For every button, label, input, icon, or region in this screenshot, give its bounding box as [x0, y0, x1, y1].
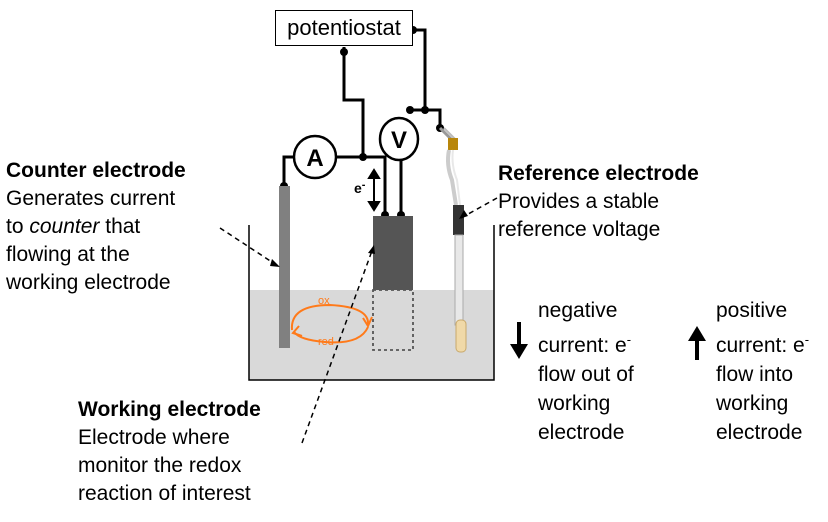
- beaker-outline: [248, 225, 495, 381]
- potentiostat-label: potentiostat: [287, 15, 401, 40]
- counter-electrode-title: Counter electrode: [6, 159, 186, 182]
- positive-current-line-1: positive: [716, 299, 788, 322]
- wire-potentiostat-reference: [413, 28, 427, 110]
- ox-label: ox: [318, 295, 330, 307]
- leader-arrowheads: [270, 210, 468, 267]
- voltmeter-label: V: [391, 127, 407, 154]
- electron-double-arrow: [367, 168, 381, 212]
- wire-ammeter-working: [337, 155, 387, 215]
- negative-current-line-1: negative: [538, 299, 618, 322]
- electron-label: e-: [354, 179, 366, 196]
- counter-electrode-line-1: Generates current: [6, 187, 176, 210]
- negative-current-line-2: current: e-: [538, 332, 632, 357]
- reference-electrode-callout: Reference electrode Provides a stable re…: [498, 160, 699, 244]
- negative-current-line-5: electrode: [538, 421, 625, 444]
- working-electrode-block: [373, 216, 413, 290]
- working-electrode-submerged: [372, 289, 414, 351]
- counter-electrode-rod: [279, 186, 290, 348]
- positive-current-arrow: [688, 326, 706, 360]
- reference-electrode-line-2: reference voltage: [498, 218, 661, 241]
- potentiostat-box: potentiostat: [275, 10, 413, 46]
- wires: [282, 28, 442, 215]
- positive-current-line-4: working: [716, 392, 789, 415]
- wire-potentiostat-ammeter: [342, 47, 365, 157]
- positive-current-line-3: flow into: [716, 363, 794, 386]
- negative-current-text: negative current: e- flow out of working…: [538, 296, 634, 447]
- working-electrode-line-1: Electrode where: [78, 426, 230, 449]
- ammeter: [292, 134, 338, 180]
- reference-electrode: [438, 126, 467, 353]
- voltmeter: [378, 116, 420, 162]
- working-electrode-line-2: monitor the redox: [78, 454, 242, 477]
- positive-current-line-5: electrode: [716, 421, 803, 444]
- positive-current-text: positive current: e- flow into working e…: [716, 296, 809, 447]
- working-electrode-line-3: reaction of interest: [78, 482, 251, 505]
- leader-working: [301, 247, 374, 444]
- redox-cycle: [290, 303, 373, 344]
- ammeter-label: A: [306, 145, 323, 172]
- counter-electrode-line-4: working electrode: [6, 271, 171, 294]
- leader-counter: [219, 227, 279, 267]
- working-electrode-callout: Working electrode Electrode where monito…: [78, 396, 261, 508]
- positive-current-line-2: current: e-: [716, 332, 810, 357]
- working-electrode-title: Working electrode: [78, 398, 261, 421]
- red-label: red: [318, 336, 334, 348]
- counter-electrode-line-3: flowing at the: [6, 243, 130, 266]
- reference-electrode-title: Reference electrode: [498, 162, 699, 185]
- negative-current-arrow: [510, 322, 528, 359]
- counter-electrode-line-2: to counter that: [6, 215, 141, 238]
- callout-leaders: [219, 197, 498, 444]
- leader-reference: [460, 197, 498, 219]
- wire-voltmeter-reference: [410, 108, 442, 125]
- wire-counter: [282, 155, 293, 186]
- counter-electrode-callout: Counter electrode Generates current to c…: [6, 157, 186, 297]
- negative-current-line-4: working: [538, 392, 611, 415]
- negative-current-line-3: flow out of: [538, 363, 634, 386]
- reference-electrode-line-1: Provides a stable: [498, 190, 660, 213]
